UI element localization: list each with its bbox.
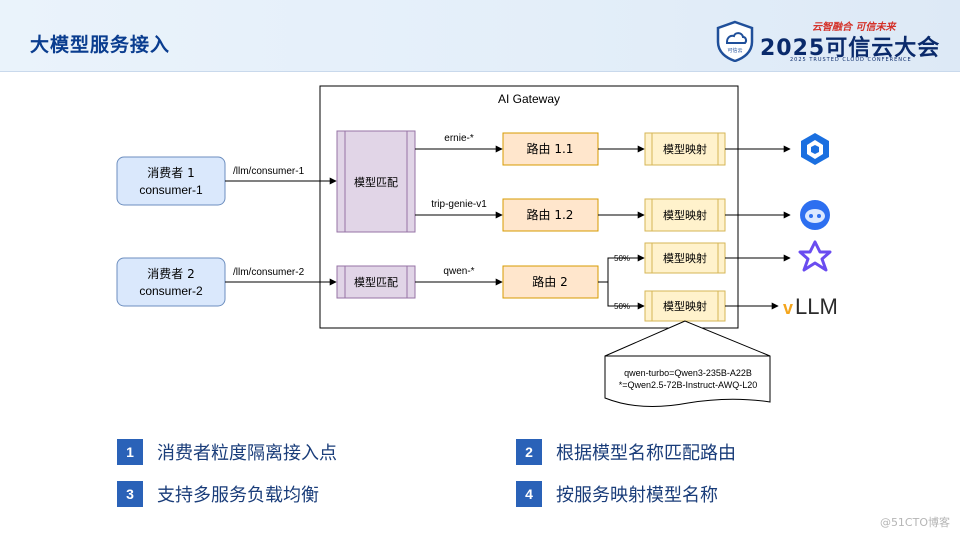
consumer-1-name: 消费者 1 <box>147 166 194 180</box>
model-mapping-1-label: 模型映射 <box>663 142 707 156</box>
split-lower-weight: 50% <box>614 302 630 311</box>
route-1-2-box <box>502 198 599 232</box>
consumer-1-path: /llm/consumer-1 <box>233 166 305 177</box>
route-1-2-label: 路由 1.2 <box>527 207 574 222</box>
consumer-2-id: consumer-2 <box>139 284 203 298</box>
route-1-1-match: ernie-* <box>444 133 474 144</box>
model-mapping-4-label: 模型映射 <box>663 299 707 313</box>
model-mapping-3-label: 模型映射 <box>663 251 707 265</box>
consumer-1-box <box>116 156 226 206</box>
legend-number: 4 <box>516 481 542 507</box>
vllm-prefix: v <box>783 298 793 318</box>
page-title: 大模型服务接入 <box>30 34 171 56</box>
note-line-2: *=Qwen2.5-72B-Instruct-AWQ-L20 <box>619 380 757 390</box>
legend-number: 2 <box>516 439 542 465</box>
model-mapping-3: 模型映射 <box>644 242 726 274</box>
conference-subtitle: 2025 TRUSTED CLOUD CONFERENCE <box>790 57 912 63</box>
legend-number: 3 <box>117 481 143 507</box>
badge-text: 可信云 <box>727 47 742 54</box>
route-1-1-label: 路由 1.1 <box>527 141 574 156</box>
consumer-1-id: consumer-1 <box>139 183 203 197</box>
split-upper-arrow <box>598 254 645 283</box>
star-logo-icon <box>798 240 832 272</box>
consumer-2-box <box>116 257 226 307</box>
model-mapping-4: 模型映射 <box>644 290 726 322</box>
model-match-2: 模型匹配 <box>336 265 416 299</box>
model-match-1-label: 模型匹配 <box>354 175 398 189</box>
split-lower-arrow <box>607 282 645 310</box>
conference-shield-icon: 可信云 <box>716 20 754 62</box>
consumer-2-path: /llm/consumer-2 <box>233 267 305 278</box>
mapping-note <box>604 320 771 408</box>
vllm-logo-icon: v LLM <box>783 294 838 319</box>
legend-text: 支持多服务负载均衡 <box>157 485 319 506</box>
note-line-1: qwen-turbo=Qwen3-235B-A22B <box>624 368 752 378</box>
conference-title: 2025可信云大会 <box>760 36 941 61</box>
legend-text: 消费者粒度隔离接入点 <box>157 443 337 464</box>
legend-item-3: 3 支持多服务负载均衡 <box>117 481 319 507</box>
watermark: @51CTO博客 <box>879 516 950 529</box>
legend-item-2: 2 根据模型名称匹配路由 <box>516 439 736 465</box>
route-2-box <box>502 265 599 299</box>
legend-item-1: 1 消费者粒度隔离接入点 <box>117 439 337 465</box>
conference-slogan: 云智融合 可信未来 <box>812 22 896 33</box>
bot-logo-icon <box>800 200 830 230</box>
legend-text: 按服务映射模型名称 <box>556 485 718 506</box>
model-mapping-2: 模型映射 <box>644 198 726 232</box>
route-2-label: 路由 2 <box>532 274 567 289</box>
model-match-1: 模型匹配 <box>336 130 416 233</box>
model-match-2-label: 模型匹配 <box>354 275 398 289</box>
route-2-match: qwen-* <box>443 266 474 277</box>
legend-number: 1 <box>117 439 143 465</box>
model-mapping-1: 模型映射 <box>644 132 726 166</box>
legend-text: 根据模型名称匹配路由 <box>556 443 736 464</box>
split-upper-weight: 50% <box>614 254 630 263</box>
legend-item-4: 4 按服务映射模型名称 <box>516 481 718 507</box>
route-1-2-match: trip-genie-v1 <box>431 199 487 210</box>
gateway-label: AI Gateway <box>498 92 560 106</box>
vllm-text: LLM <box>795 294 838 319</box>
slide-header: 大模型服务接入 可信云 云智融合 可信未来 2025可信云大会 2025 TRU… <box>0 0 960 72</box>
model-mapping-2-label: 模型映射 <box>663 208 707 222</box>
consumer-2-name: 消费者 2 <box>147 267 194 281</box>
gateway-diagram: AI Gateway 消费者 1 consumer-1 消费者 2 consum… <box>116 85 838 408</box>
ernie-logo-icon <box>801 133 829 165</box>
